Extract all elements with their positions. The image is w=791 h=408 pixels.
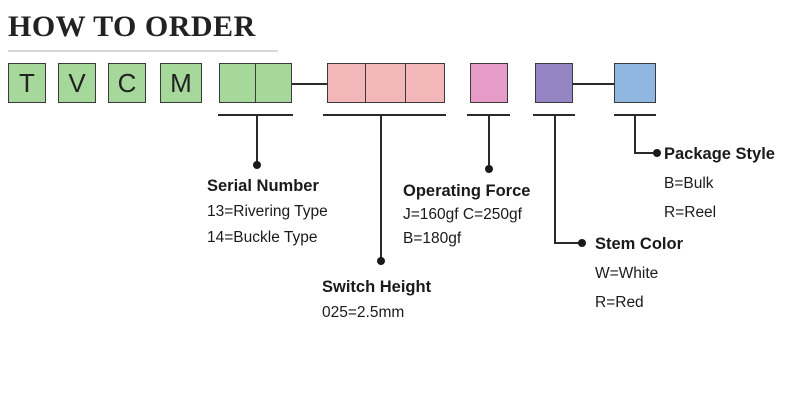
operating-force-dot [485,165,493,173]
serial-number-label: Serial Number 13=Rivering Type 14=Buckle… [207,173,328,251]
stem-color-option: R=Red [595,294,644,311]
serial-number-slot-1 [219,63,257,103]
serial-number-heading: Serial Number [207,177,319,195]
operating-force-option: J=160gf C=250gf [403,206,522,223]
serial-number-slot-2 [255,63,292,103]
package-style-option: B=Bulk [664,175,714,192]
serial-number-leader [256,114,258,165]
title-underline [8,50,278,52]
switch-height-option: 025=2.5mm [322,304,405,321]
stem-color-label: Stem Color W=White R=Red [595,230,683,317]
connector-line [573,83,615,85]
package-style-dot [653,149,661,157]
stem-color-leader [554,114,556,243]
code-letter-box-4: M [160,63,202,103]
serial-number-option: 14=Buckle Type [207,229,318,246]
connector-line [292,83,328,85]
switch-height-bracket [323,114,446,116]
operating-force-option: B=180gf [403,230,462,247]
package-style-label: Package Style B=Bulk R=Reel [664,140,775,227]
package-style-slot [614,63,656,103]
stem-color-leader-horizontal [554,242,582,244]
serial-number-option: 13=Rivering Type [207,203,328,220]
switch-height-dot [377,257,385,265]
switch-height-slot-3 [405,63,445,103]
operating-force-heading: Operating Force [403,182,531,200]
page-title: HOW TO ORDER [8,10,256,43]
switch-height-slot-2 [365,63,407,103]
code-letter-box-2: V [58,63,96,103]
switch-height-slot-1 [327,63,367,103]
switch-height-heading: Switch Height [322,278,432,296]
code-letter-box-1: T [8,63,46,103]
operating-force-leader [488,114,490,169]
serial-number-bracket [218,114,293,116]
operating-force-slot [470,63,508,103]
operating-force-label: Operating Force J=160gf C=250gf B=180gf [403,179,530,251]
package-style-heading: Package Style [664,145,775,163]
code-letter-box-3: C [108,63,146,103]
package-style-option: R=Reel [664,204,717,221]
switch-height-label: Switch Height 025=2.5mm [322,274,431,326]
stem-color-dot [578,239,586,247]
stem-color-slot [535,63,573,103]
package-style-leader-horizontal [634,152,656,154]
package-style-leader [634,114,636,153]
switch-height-leader [380,114,382,262]
stem-color-heading: Stem Color [595,235,684,253]
stem-color-option: W=White [595,265,659,282]
serial-number-dot [253,161,261,169]
